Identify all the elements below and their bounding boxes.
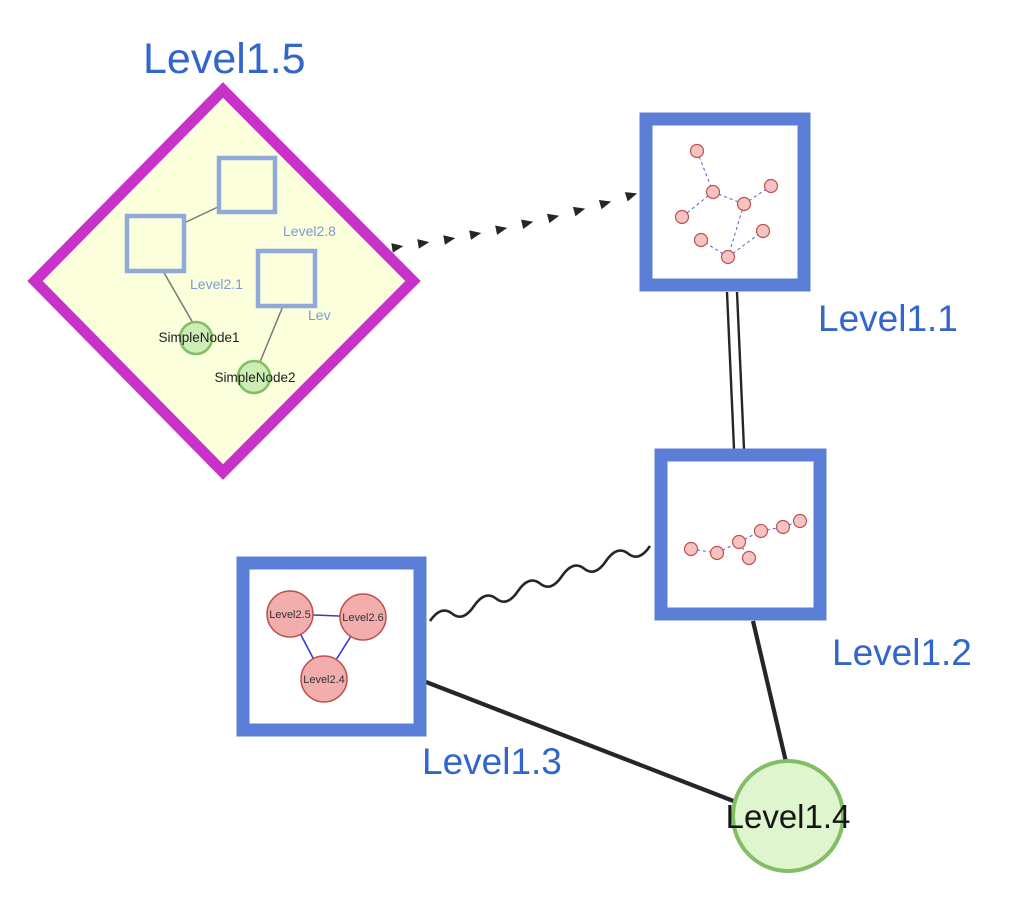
label-simplenode1: SimpleNode1	[158, 330, 239, 345]
level12-box-shape[interactable]	[654, 448, 827, 621]
node-level13: Level2.5 Level2.6 Level2.4	[236, 556, 427, 737]
node-simplenode2[interactable]	[236, 359, 272, 395]
label-level25: Level2.5	[269, 609, 311, 621]
mini-node	[731, 534, 747, 550]
edge-level12-level14[interactable]	[750, 620, 789, 763]
mini-node	[674, 209, 690, 225]
label-level13: Level1.3	[422, 741, 562, 782]
edge-level21-level28	[183, 205, 221, 224]
node-level14[interactable]	[731, 759, 845, 873]
level11-mini-graph	[674, 143, 779, 265]
mini-node	[755, 223, 771, 239]
edge-lev-simplenode2	[259, 305, 284, 363]
label-lev: Lev	[308, 307, 331, 323]
edge-level21-simplenode1	[162, 270, 194, 324]
mini-node	[775, 519, 791, 535]
level13-mini-graph: Level2.5 Level2.6 Level2.4	[266, 590, 387, 703]
mini-node	[693, 232, 709, 248]
mini-node	[689, 143, 705, 159]
label-level11: Level1.1	[818, 298, 958, 339]
level15-diamond-shape[interactable]	[27, 82, 421, 480]
level12-mini-graph	[683, 513, 808, 566]
node-level25[interactable]	[266, 590, 314, 638]
label-level21: Level2.1	[190, 276, 243, 292]
mini-node	[683, 541, 699, 557]
node-level26[interactable]	[339, 593, 387, 641]
node-level21[interactable]	[124, 213, 187, 274]
node-lev[interactable]	[255, 248, 318, 309]
node-level11	[639, 112, 811, 292]
node-level15: Level2.8 Level2.1 Lev SimpleNode1 Simple…	[27, 82, 421, 480]
node-level24[interactable]	[300, 655, 348, 703]
label-level26: Level2.6	[342, 612, 384, 624]
label-level12: Level1.2	[832, 632, 972, 673]
label-level24: Level2.4	[303, 674, 345, 686]
node-level28[interactable]	[216, 155, 278, 215]
mini-node	[736, 196, 752, 212]
edge-level12-level13[interactable]	[428, 545, 652, 622]
edge-level13-level14[interactable]	[425, 680, 737, 804]
level13-box-shape[interactable]	[236, 556, 427, 737]
mini-node	[741, 550, 757, 566]
mini-node	[792, 513, 808, 529]
edge-level11-level12[interactable]	[725, 291, 746, 450]
mini-node	[753, 523, 769, 539]
mini-node	[763, 178, 779, 194]
edge-level15-level11[interactable]	[391, 192, 638, 253]
mini-node	[709, 545, 725, 561]
node-level12	[654, 448, 827, 621]
label-level28: Level2.8	[283, 223, 336, 239]
label-simplenode2: SimpleNode2	[214, 370, 295, 385]
mini-node	[705, 184, 721, 200]
node-simplenode1[interactable]	[178, 320, 214, 356]
mini-node	[720, 249, 736, 265]
label-level15: Level1.5	[143, 35, 306, 83]
label-level14: Level1.4	[726, 798, 851, 835]
